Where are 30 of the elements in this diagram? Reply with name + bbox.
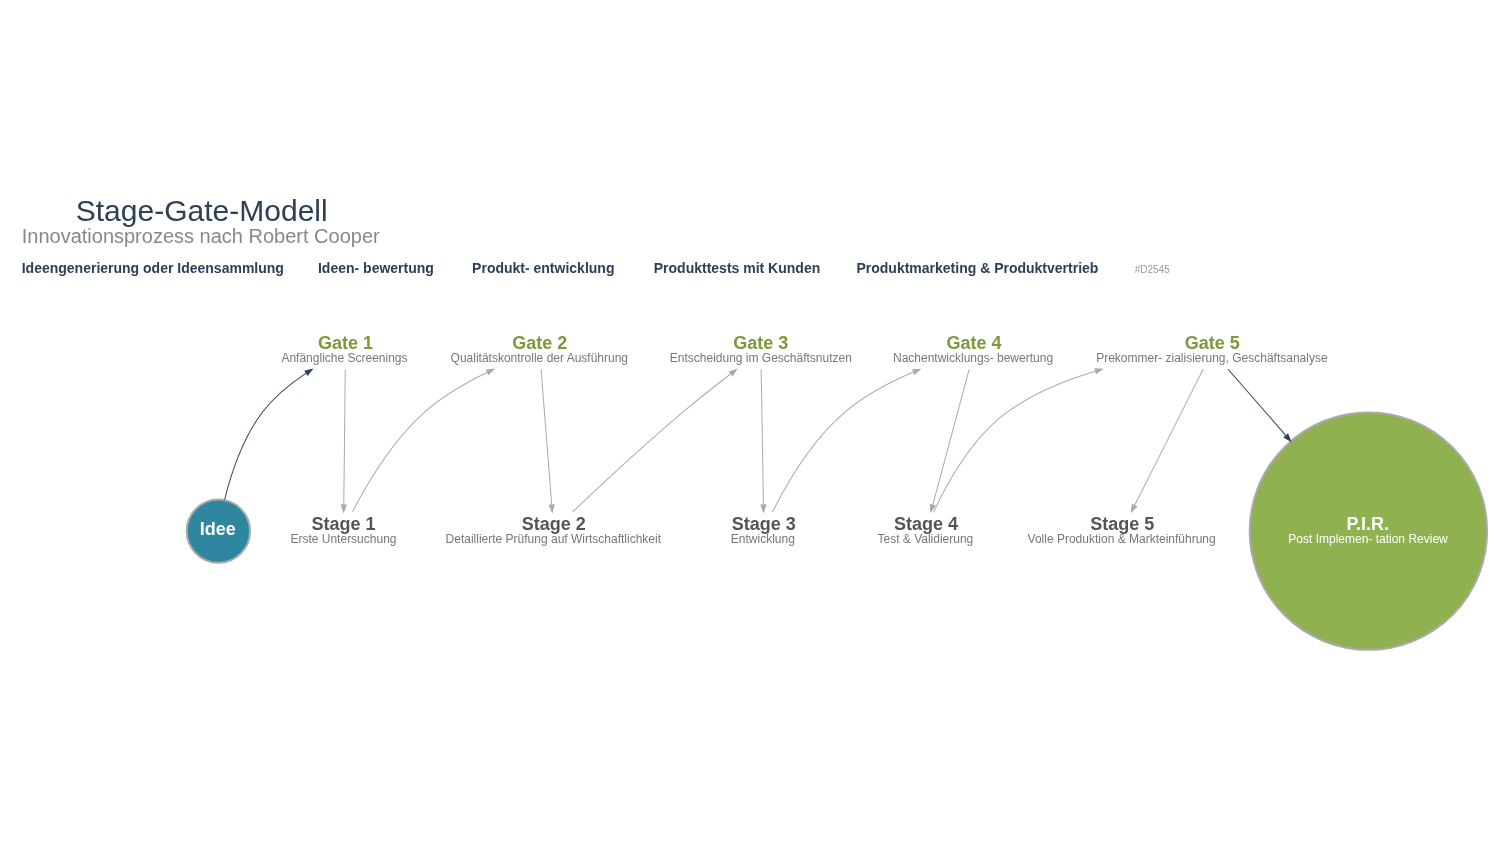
node-text: Stage 3 Entwicklung xyxy=(730,513,796,546)
node-circle: Idee xyxy=(185,498,251,564)
arrow xyxy=(571,368,737,513)
node-circle: P.I.R. Post Implemen- tation Review xyxy=(1248,411,1488,651)
node-text: Gate 1 Anfängliche Screenings xyxy=(280,332,408,365)
node-text: Stage 4 Test & Validierung xyxy=(876,513,973,546)
node-text: Gate 3 Entscheidung im Geschäftsnutzen xyxy=(669,332,852,365)
label: Produkt- entwicklung xyxy=(471,259,614,276)
arrow xyxy=(771,368,921,513)
arrow xyxy=(223,368,313,501)
arrow xyxy=(929,368,970,513)
label: #D2545 xyxy=(1134,263,1170,275)
arrow xyxy=(760,368,766,513)
arrow xyxy=(932,368,1103,513)
arrow xyxy=(540,368,555,513)
node-text: Gate 2 Qualitätskontrolle der Ausführung xyxy=(450,332,628,365)
label: Produktmarketing & Produktvertrieb xyxy=(855,259,1098,276)
label: Ideen- bewertung xyxy=(317,259,434,276)
arrow xyxy=(1227,368,1291,442)
arrow xyxy=(1130,368,1204,513)
node-text: Stage 1 Erste Untersuchung xyxy=(289,513,397,546)
diagram-title: Stage-Gate-Modell xyxy=(75,194,328,228)
label: Produkttests mit Kunden xyxy=(653,259,820,276)
arrow xyxy=(351,368,494,513)
label: Ideengenerierung oder Ideensammlung xyxy=(21,259,284,276)
arrow xyxy=(340,368,347,513)
node-text: Gate 4 Nachentwicklungs- bewertung xyxy=(892,332,1053,365)
node-text: Stage 2 Detaillierte Prüfung auf Wirtschaftlichkeit xyxy=(445,513,661,546)
node-text: Stage 5 Volle Produktion & Markteinführung xyxy=(1027,513,1216,546)
node-text: Gate 5 Prekommer- zialisierung, Geschäftsanalyse xyxy=(1095,332,1328,365)
